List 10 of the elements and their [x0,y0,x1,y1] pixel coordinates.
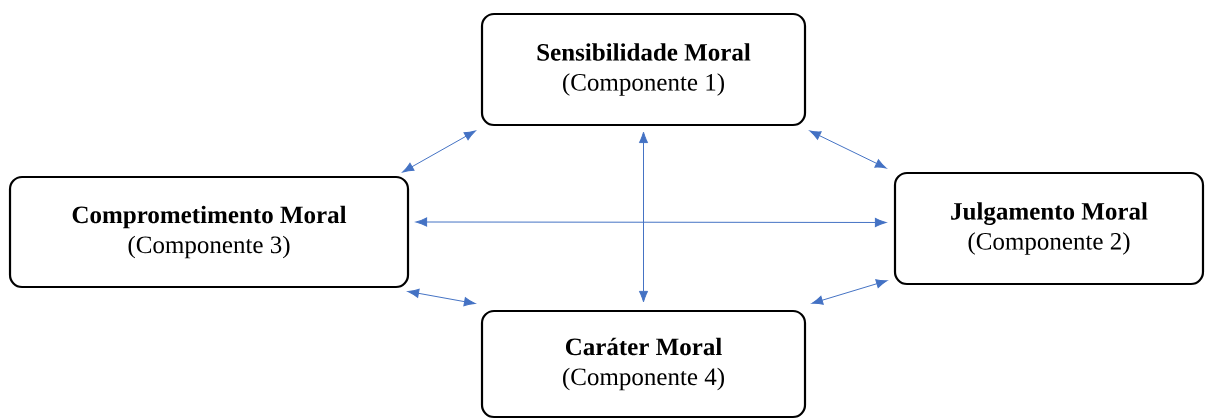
component-box: Caráter Moral (Componente 4) [480,309,807,419]
double-arrow [811,279,888,305]
double-arrow [407,288,476,307]
component-box: Comprometimento Moral (Componente 3) [8,175,410,289]
double-arrow [809,130,887,169]
component-box: Sensibilidade Moral (Componente 1) [480,12,807,127]
component-box: Julgamento Moral (Componente 2) [893,171,1205,286]
double-arrow [402,130,476,173]
double-arrow [415,217,887,228]
double-arrow [638,131,649,303]
